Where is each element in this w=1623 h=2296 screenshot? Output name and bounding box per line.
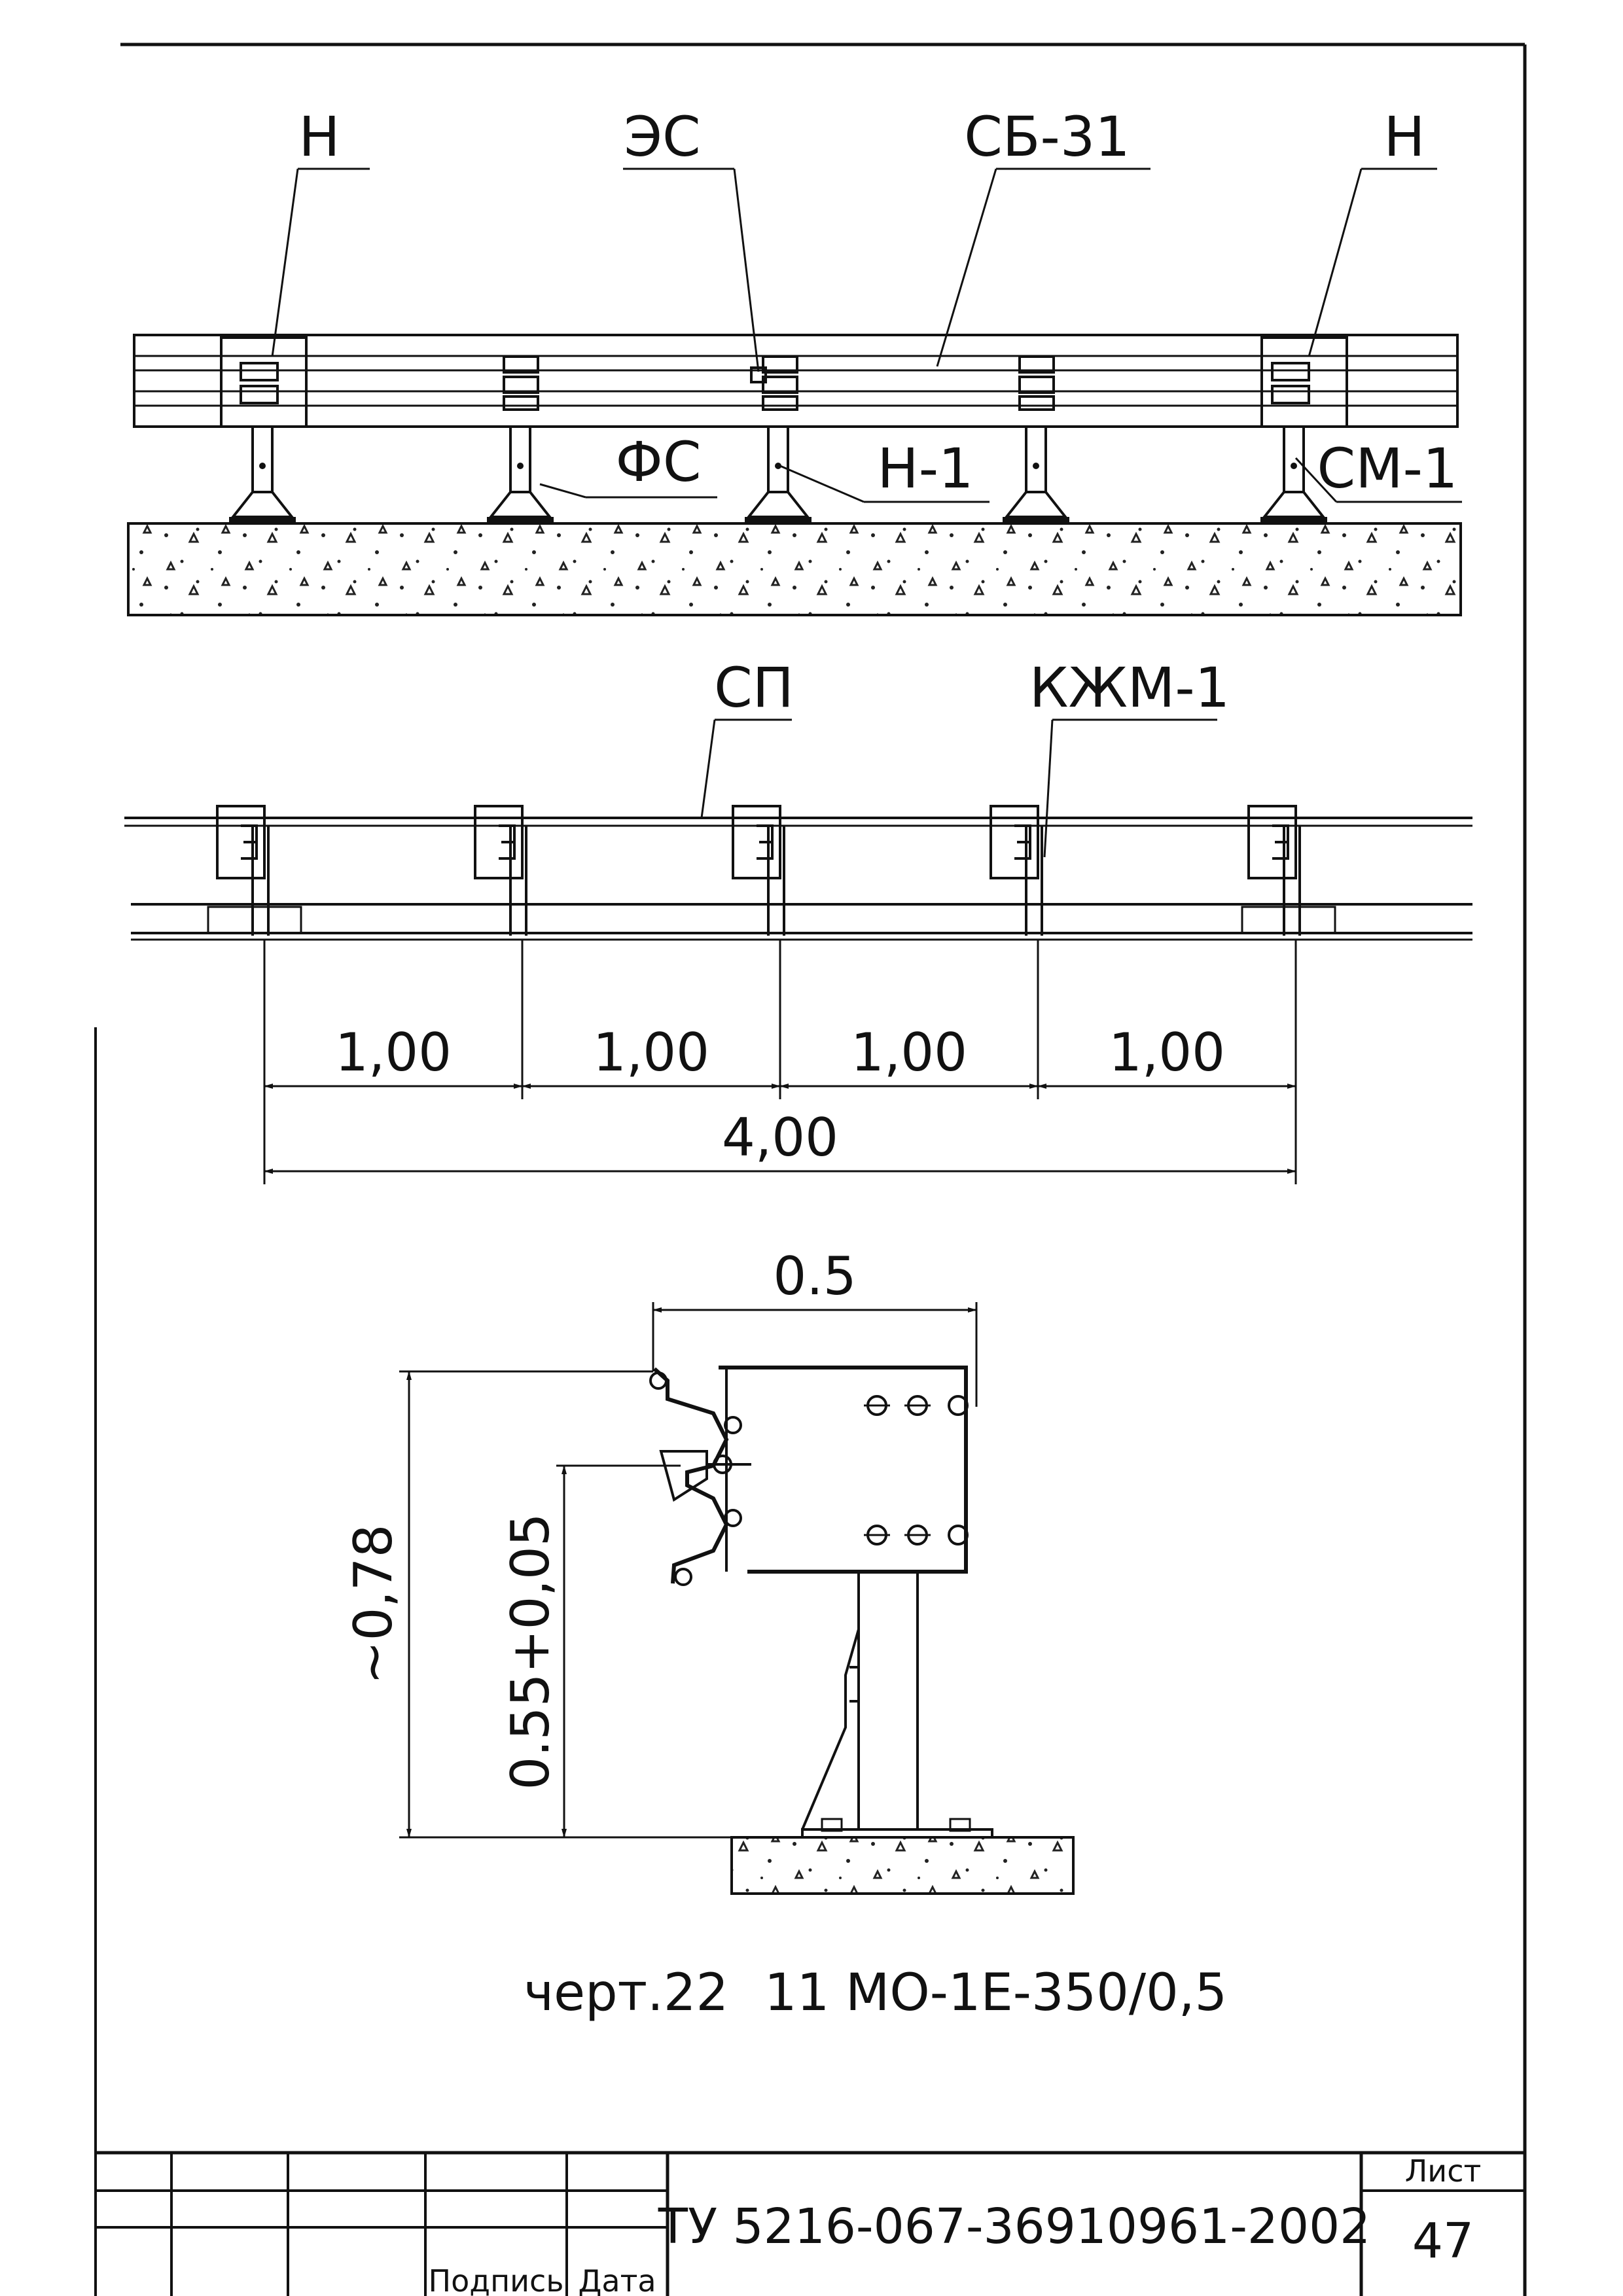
svg-text:Н-1: Н-1 [878, 436, 974, 501]
label-kzhm1: КЖМ-1 [1029, 656, 1230, 858]
dim-width: 0.5 [773, 1246, 856, 1307]
reflector [659, 1450, 708, 1502]
plan-view: СП КЖМ-1 1,00 1,00 1,00 1,00 4,00 [124, 656, 1472, 1184]
elevation-view: Н ЭС СБ-31 Н ФС Н-1 [127, 105, 1462, 616]
section-dimensions: 0.5 ~0,78 0.55+0,05 [343, 1246, 978, 1839]
sheet-frame [94, 43, 1527, 2296]
label-n-left: Н [271, 105, 370, 357]
dim-span-4: 1,00 [1109, 1022, 1225, 1083]
dim-span-2: 1,00 [593, 1022, 709, 1083]
drawing-caption: черт.22 11 МО-1Е-350/0,5 [524, 1964, 1227, 2022]
svg-text:СМ-1: СМ-1 [1317, 436, 1458, 501]
svg-text:КЖМ-1: КЖМ-1 [1029, 656, 1230, 720]
col-signature: Подпись [429, 2263, 564, 2296]
post-plan [990, 805, 1043, 936]
svg-text:Н: Н [298, 105, 340, 169]
dim-span-1: 1,00 [335, 1022, 452, 1083]
posts [229, 355, 1327, 523]
post [1260, 362, 1327, 523]
plan-dimensions: 1,00 1,00 1,00 1,00 4,00 [263, 940, 1297, 1184]
concrete-base [127, 522, 1462, 616]
label-n-right: Н [1308, 105, 1437, 357]
dim-span-3: 1,00 [851, 1022, 967, 1083]
post [1003, 355, 1069, 523]
splice-plate-right [1260, 336, 1348, 428]
post-plan [474, 805, 527, 936]
dim-height-total: ~0,78 [343, 1524, 404, 1684]
svg-text:Н: Н [1383, 105, 1425, 169]
svg-text:СБ-31: СБ-31 [964, 105, 1130, 169]
svg-text:СП: СП [714, 656, 794, 720]
label-fs: ФС [539, 430, 717, 499]
bolts [649, 1371, 969, 1586]
drawing-designation: 11 МО-1Е-350/0,5 [764, 1964, 1227, 2022]
cross-section: 0.5 ~0,78 0.55+0,05 [343, 1246, 1075, 1895]
w-beam-profile [652, 1367, 729, 1584]
label-n1: Н-1 [779, 436, 990, 503]
post-plan [216, 805, 270, 936]
svg-text:ФС: ФС [616, 430, 702, 494]
sheet-label: Лист [1405, 2153, 1482, 2189]
svg-text:ЭС: ЭС [624, 105, 700, 169]
splice-plate-left [220, 336, 308, 428]
label-sp: СП [700, 656, 794, 819]
label-es: ЭС [623, 105, 760, 372]
post-plan [732, 805, 785, 936]
post-plan [1247, 805, 1301, 936]
document-code: ТУ 5216-067-36910961-2002 [658, 2199, 1370, 2255]
label-sb31: СБ-31 [936, 105, 1150, 367]
dim-height-beam: 0.55+0,05 [500, 1513, 561, 1790]
post [745, 355, 812, 523]
post [229, 362, 296, 523]
sheet-number: 47 [1412, 2213, 1474, 2269]
section-base [730, 1836, 1075, 1895]
title-block: Подпись Дата ТУ 5216-067-36910961-2002 Л… [96, 2151, 1525, 2296]
label-sm1: СМ-1 [1294, 436, 1462, 503]
dim-total: 4,00 [722, 1107, 838, 1168]
post [487, 355, 554, 523]
spacer-box [719, 1366, 968, 1574]
col-date: Дата [578, 2263, 656, 2296]
posts-plan [216, 805, 1301, 936]
drawing-number: черт.22 [524, 1964, 728, 2022]
